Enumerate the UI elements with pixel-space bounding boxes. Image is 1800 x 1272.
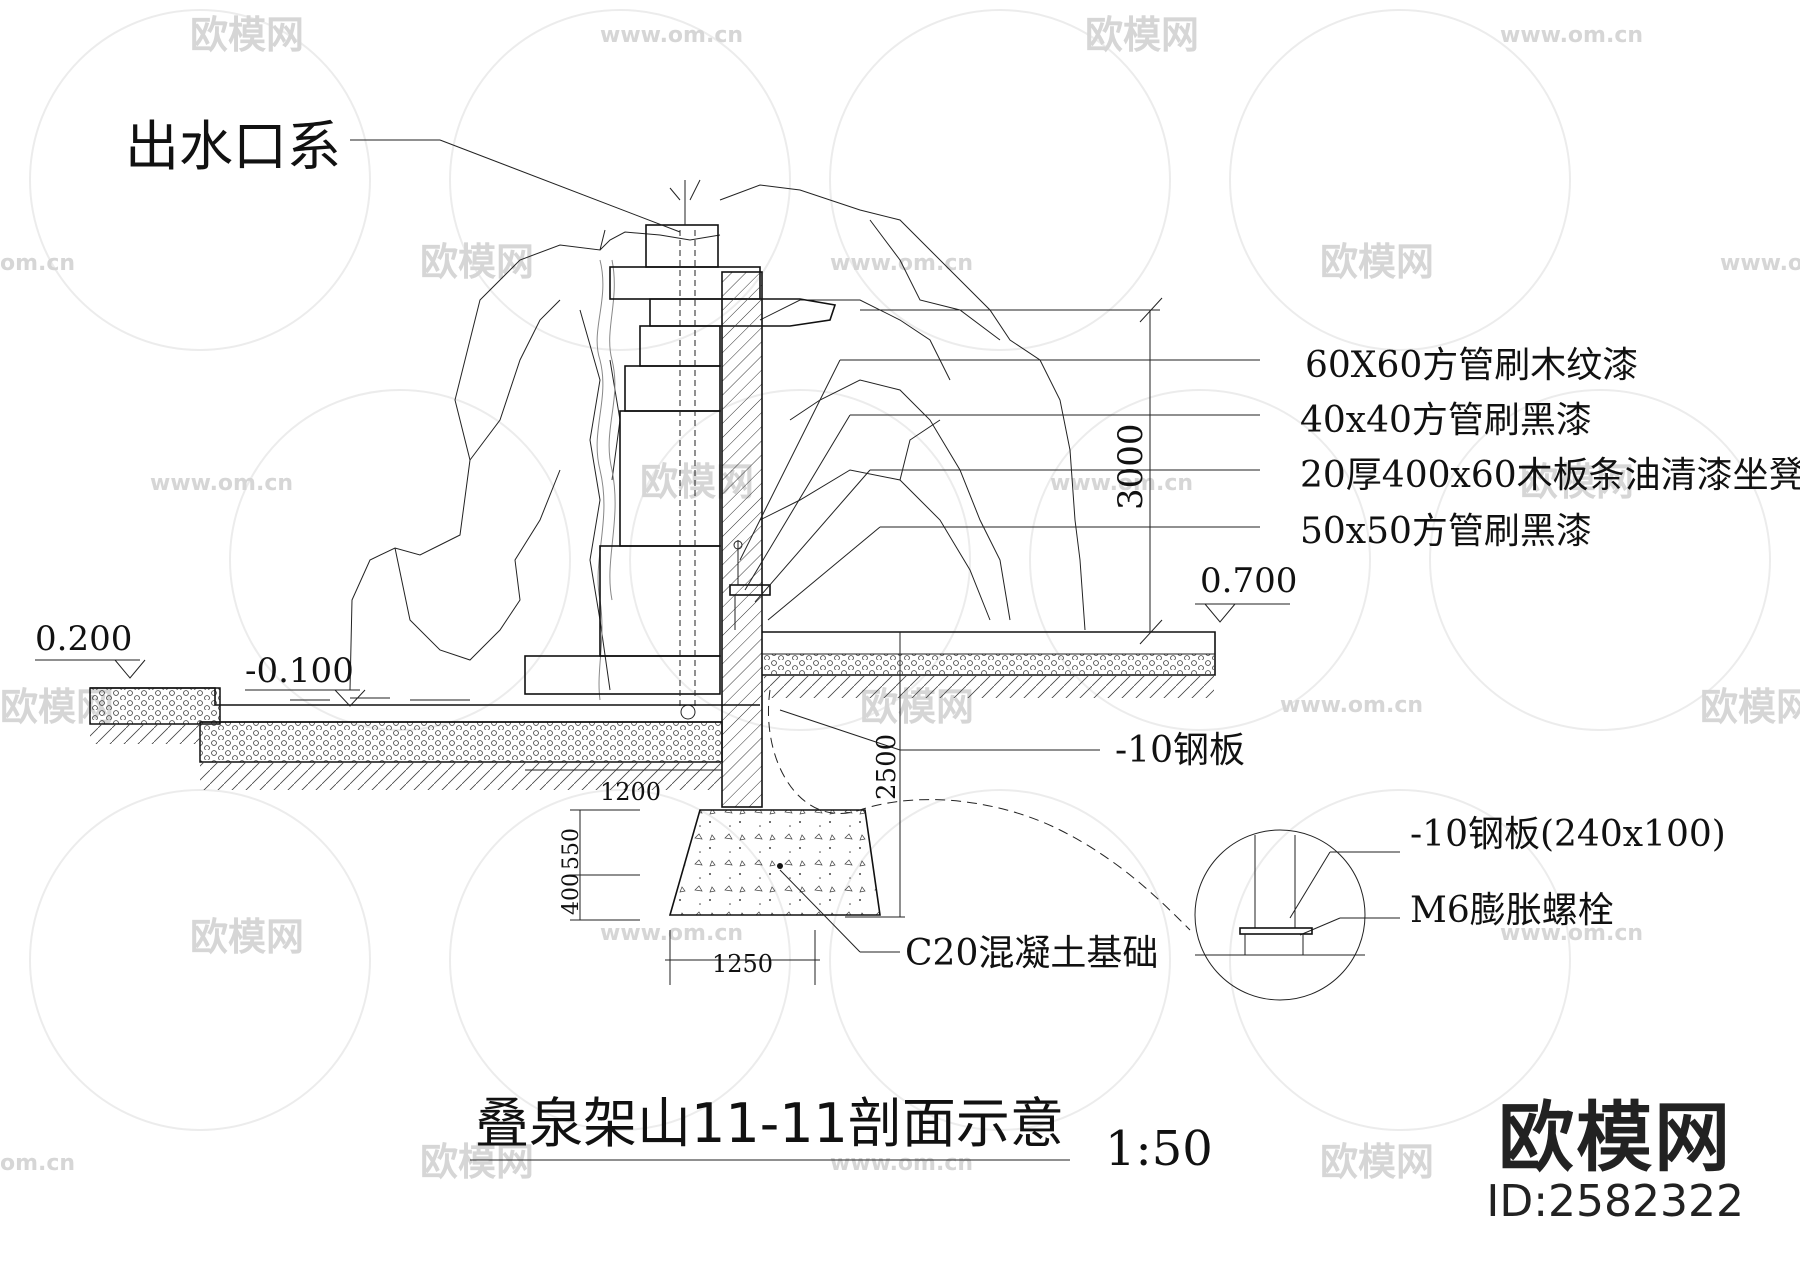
watermark-brand: 欧模网 (1320, 240, 1434, 284)
callout-square-tube-60: 60X60方管刷木纹漆 (1305, 345, 1638, 386)
dimension-550: 550 (559, 828, 584, 870)
watermark-brand: 欧模网 (420, 1140, 534, 1184)
callout-wood-bench: 20厚400x60木板条油清漆坐凳 (1300, 455, 1800, 496)
watermark-url: www.om.cn (1720, 251, 1800, 276)
level-left-high: 0.200 (35, 619, 132, 659)
watermark-url: www.om.cn (1500, 921, 1643, 946)
watermark-brand: 欧模网 (190, 915, 304, 959)
dimension-1250: 1250 (712, 950, 773, 978)
drawing-title: 叠泉架山11-11剖面示意 (475, 1092, 1064, 1155)
dimension-1200: 1200 (600, 778, 661, 806)
watermark-brand: 欧模网 (1700, 685, 1800, 729)
watermark-url: om.cn (0, 1151, 75, 1176)
excavation-line (768, 689, 1191, 931)
bolt-label: M6膨胀螺栓 (1410, 890, 1614, 931)
watermark-brand: 欧模网 (1320, 1140, 1434, 1184)
model-id: ID:2582322 (1486, 1176, 1744, 1227)
watermark-texts: 欧模网 www.om.cn 欧模网 www.om.cn om.cn 欧模网 ww… (0, 13, 1800, 1184)
concrete-foundation (668, 809, 881, 916)
watermark-brand: 欧模网 (1085, 13, 1199, 57)
level-right: 0.700 (1200, 561, 1297, 601)
dimension-3000: 3000 (1111, 423, 1151, 510)
watermark-brand: 欧模网 (190, 13, 304, 57)
watermark-url: www.om.cn (1280, 693, 1423, 718)
water-flow (596, 259, 616, 701)
leader-lines (350, 139, 1400, 953)
watermark-url: www.om.cn (600, 921, 743, 946)
watermark-url: www.om.cn (600, 23, 743, 48)
dimension-2500: 2500 (872, 734, 902, 800)
brand-watermark: 欧模网 ID:2582322 (1486, 1098, 1744, 1226)
outlet-label: 出水口系 (125, 115, 341, 178)
drawing-scale: 1:50 (1105, 1121, 1213, 1177)
watermark-brand: 欧模网 (1520, 460, 1634, 504)
dimension-400: 400 (559, 873, 584, 915)
outlet-structure (524, 179, 837, 808)
watermark-brand: 欧模网 (420, 240, 534, 284)
watermark-url: www.om.cn (150, 471, 293, 496)
steel-plate-detail-label: -10钢板(240x100) (1410, 814, 1726, 855)
level-left-low: -0.100 (245, 651, 354, 691)
watermark-url: www.om.cn (1050, 471, 1193, 496)
watermark-url: www.om.cn (830, 1151, 973, 1176)
watermark-circles (29, 9, 1771, 1131)
callout-square-tube-40: 40x40方管刷黑漆 (1300, 400, 1592, 441)
left-ground (89, 687, 760, 790)
brand-name: 欧模网 (1498, 1093, 1733, 1182)
callout-square-tube-50: 50x50方管刷黑漆 (1300, 511, 1592, 552)
watermark-url: om.cn (0, 251, 75, 276)
detail-circle (1194, 829, 1366, 1001)
level-markers (35, 603, 1290, 707)
foundation-label: C20混凝土基础 (905, 933, 1158, 974)
watermark-url: www.om.cn (1500, 23, 1643, 48)
right-ground (762, 631, 1216, 698)
steel-plate-label: -10钢板 (1115, 730, 1245, 771)
dimension-lines (525, 297, 1163, 985)
